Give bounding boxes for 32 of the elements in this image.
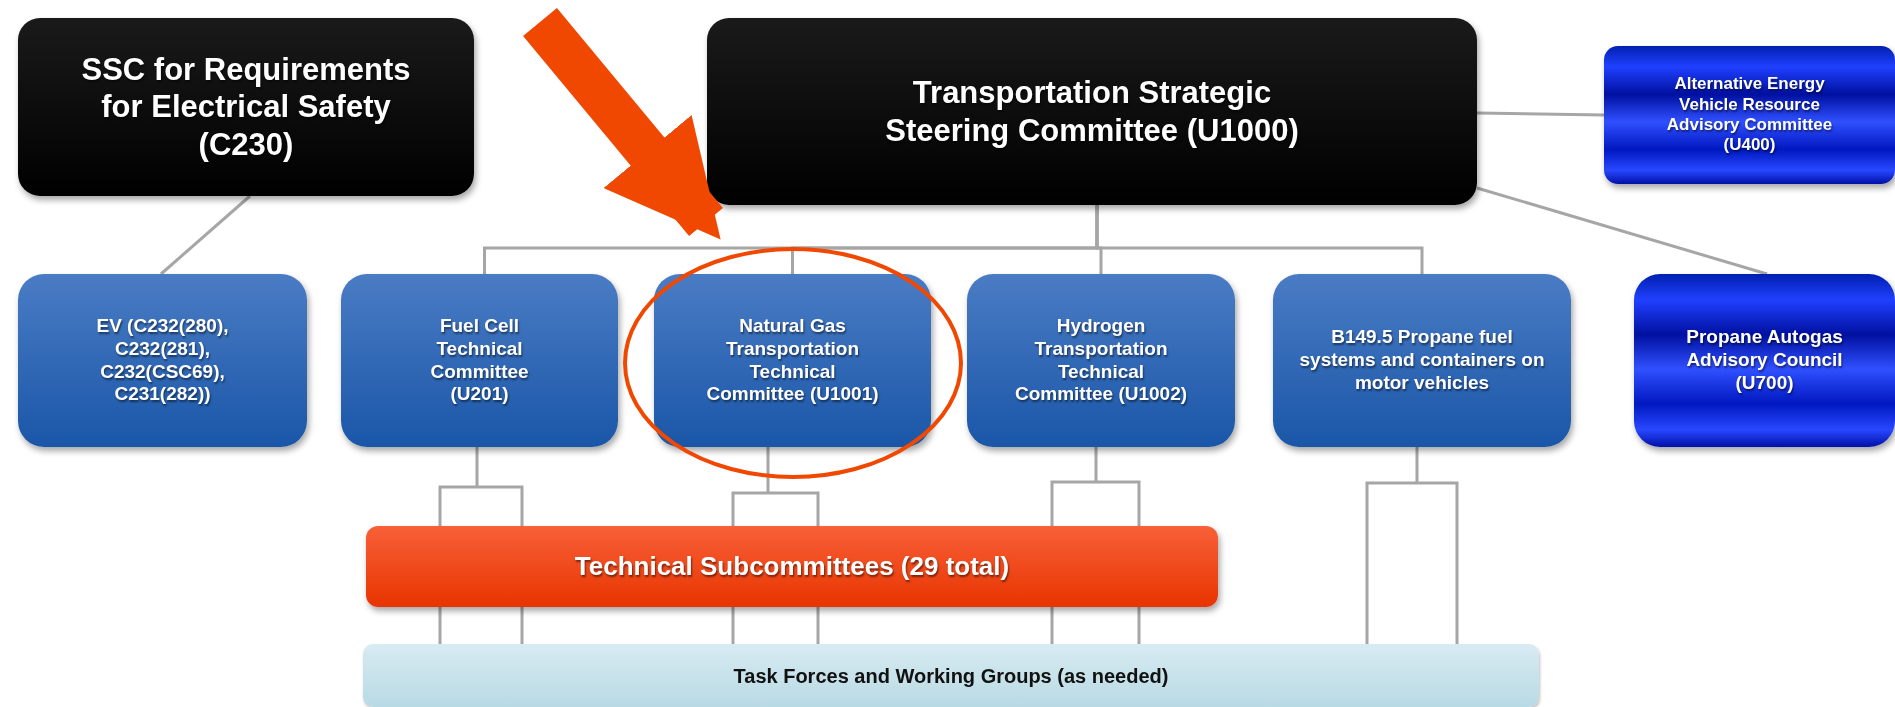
- committee-box: [707, 18, 1477, 205]
- connector-line: [160, 194, 251, 276]
- connector-line: [1476, 111, 1605, 117]
- committee-name: Fuel Cell Technical Committee (U201): [429, 314, 530, 407]
- connector-line: [438, 605, 1141, 646]
- committee-name: B149.5 Propane fuel systems and containers on motor vehicles: [1298, 326, 1546, 395]
- committee-name: Transportation Strategic Steering Committee (U1000): [884, 74, 1300, 149]
- connector-line: [1476, 186, 1768, 276]
- committee-box: [18, 274, 307, 447]
- connector-line: [1365, 445, 1459, 646]
- connector-line: [438, 445, 524, 528]
- committee-name: Technical Subcommittees (29 total): [574, 550, 1010, 583]
- committee-name: Alternative Energy Vehicle Resource Advisory Committee (U400): [1665, 74, 1834, 156]
- committee-name: Propane Autogas Advisory Council (U700): [1685, 326, 1844, 395]
- connector-line: [731, 445, 820, 528]
- committee-name: Hydrogen Transportation Technical Committee (U1002): [1013, 314, 1189, 407]
- subcommittee-bar: [366, 526, 1218, 607]
- committee-box: [1273, 274, 1571, 447]
- committee-box: [967, 274, 1235, 447]
- advisory-box: [1634, 274, 1895, 447]
- committee-name: Natural Gas Transportation Technical Committee (U1001): [705, 314, 880, 407]
- connector-line: [1095, 205, 1424, 274]
- committee-name: SSC for Requirements for Electrical Safety (C230): [80, 51, 412, 163]
- committee-box: [18, 18, 474, 196]
- committee-name: Task Forces and Working Groups (as needed): [733, 663, 1169, 688]
- task-force-bar: [363, 644, 1539, 707]
- advisory-box: [1604, 46, 1895, 184]
- connector-line: [1050, 445, 1141, 528]
- committee-box: [341, 274, 618, 447]
- committee-box: [654, 274, 931, 447]
- committee-name: EV (C232(280), C232(281), C232(CSC69), C231(282)): [95, 314, 230, 407]
- highlight-arrow: [523, 7, 723, 240]
